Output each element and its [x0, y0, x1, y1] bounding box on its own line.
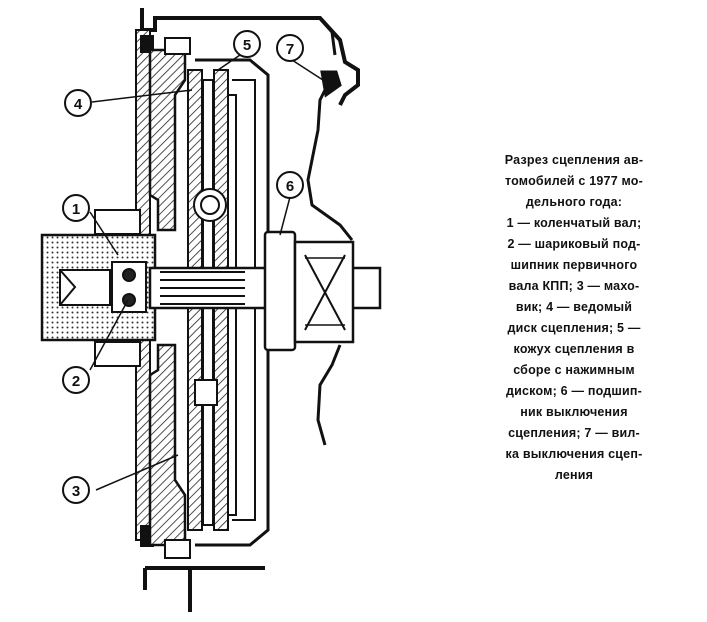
callout-6: 6 — [276, 171, 304, 199]
caption-line: 2 — шариковый под- — [507, 237, 641, 251]
callout-4-label: 4 — [74, 96, 83, 113]
callout-2-label: 2 — [72, 373, 80, 390]
flywheel — [148, 37, 191, 559]
housing-foot — [143, 566, 265, 612]
callout-7-label: 7 — [286, 41, 294, 58]
caption-line: ник выключения — [520, 405, 628, 419]
caption-line: Разрез сцепления ав- — [504, 153, 644, 167]
callout-5: 5 — [233, 30, 261, 58]
caption-line: сборе с нажимным — [513, 363, 635, 377]
caption-line: шипник первичного — [510, 258, 638, 272]
caption-line: дельного года: — [525, 195, 623, 209]
pilot-bearing — [111, 261, 147, 313]
release-fork — [306, 70, 354, 446]
caption-line: диском; 6 — подшип- — [506, 384, 642, 398]
callout-3: 3 — [62, 476, 90, 504]
caption-line: вала КПП; 3 — махо- — [508, 279, 640, 293]
caption-line: 1 — коленчатый вал; — [506, 216, 642, 230]
figure-caption: Разрез сцепления ав-томобилей с 1977 мо-… — [455, 150, 693, 486]
callout-2: 2 — [62, 366, 90, 394]
callout-1: 1 — [62, 194, 90, 222]
caption-line: диск сцепления; 5 — — [507, 321, 641, 335]
caption-line: томобилей с 1977 мо- — [504, 174, 644, 188]
caption-line: сцепления; 7 — вил- — [508, 426, 640, 440]
caption-line: ка выключения сцеп- — [505, 447, 643, 461]
callout-6-label: 6 — [286, 178, 294, 195]
callout-1-label: 1 — [72, 201, 80, 218]
leader-lines — [89, 54, 327, 491]
caption-line: кожух сцепления в — [513, 342, 635, 356]
hub-bearing — [193, 188, 227, 406]
caption-line: вик; 4 — ведомый — [515, 300, 633, 314]
callout-4: 4 — [64, 89, 92, 117]
release-bearing — [263, 230, 355, 352]
callout-3-label: 3 — [72, 483, 80, 500]
callout-7: 7 — [276, 34, 304, 62]
callout-5-label: 5 — [243, 37, 251, 54]
caption-line: ления — [554, 468, 594, 482]
